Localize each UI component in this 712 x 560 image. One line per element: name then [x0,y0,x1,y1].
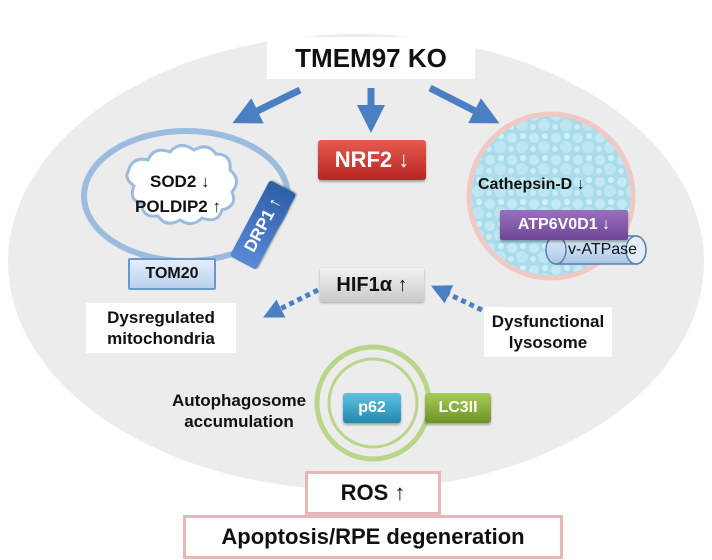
lc3-label: LC3II [438,399,478,416]
atp6v0d1-badge: ATP6V0D1 ↓ [500,210,628,240]
title-box: TMEM97 KO [267,37,475,79]
ros-box: ROS ↑ [305,471,441,515]
ros-label: ROS ↑ [340,480,406,505]
p62-badge: p62 [343,393,401,423]
arrow-to-lysosome [428,84,500,124]
p62-label: p62 [358,399,386,416]
mitochondria-caption: Dysregulated mitochondria [86,303,236,353]
outcome-box: Apoptosis/RPE degeneration [183,515,563,559]
atp6v0d1-label: ATP6V0D1 ↓ [517,216,611,233]
autophagosome-caption: Autophagosome accumulation [160,386,318,436]
v-atpase-cylinder [545,235,647,265]
sod2-label: SOD2 ↓ [150,172,210,191]
autophagosome-caption-line2: accumulation [184,412,294,431]
mitochondria-caption-line1: Dysregulated [107,308,215,327]
lysosome-caption-line1: Dysfunctional [491,312,605,331]
tom20-label: TOM20 [145,265,199,282]
mitochondrion-icon [81,128,291,264]
hif1a-label: HIF1α ↑ [336,273,408,296]
arrow-to-mitochondria [232,86,302,124]
tom20-badge: TOM20 [128,258,216,290]
nrf2-box: NRF2 ↓ [318,140,426,180]
dashed-arrow-from-lysosome [430,285,484,313]
lysosome-caption: Dysfunctional lysosome [484,307,612,357]
cathepsin-label: Cathepsin-D ↓ [478,176,585,193]
title-text: TMEM97 KO [295,42,447,73]
lc3-badge: LC3II [425,393,491,423]
v-atpase-label: v-ATPase [568,241,638,258]
nrf2-label: NRF2 ↓ [334,147,410,172]
autophagosome-caption-line1: Autophagosome [171,391,307,410]
lysosome-caption-line2: lysosome [508,333,588,352]
hif1a-box: HIF1α ↑ [320,268,424,302]
mitochondria-caption-line2: mitochondria [107,329,215,348]
poldip2-label: POLDIP2 ↑ [135,197,221,216]
outcome-label: Apoptosis/RPE degeneration [221,524,525,549]
